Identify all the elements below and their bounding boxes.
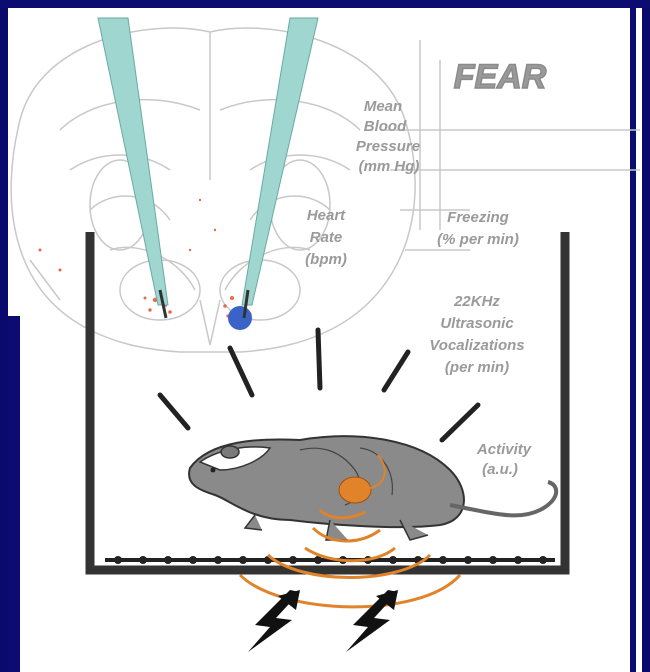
svg-text:Freezing: Freezing [447, 209, 509, 226]
diagram-title: FEAR [454, 58, 547, 96]
label-heart-rate: Heart Rate (bpm) [305, 207, 347, 268]
shock-bolt-icon [248, 590, 398, 652]
svg-text:Pressure: Pressure [356, 138, 420, 155]
svg-text:(bpm): (bpm) [305, 251, 347, 268]
svg-text:(a.u.): (a.u.) [482, 461, 518, 478]
label-freezing: Freezing (% per min) [437, 209, 519, 248]
label-blood-pressure: Mean Blood Pressure (mm Hg) [356, 98, 420, 175]
svg-text:(% per min): (% per min) [437, 231, 519, 248]
svg-text:Vocalizations: Vocalizations [429, 337, 524, 354]
svg-text:22KHz: 22KHz [453, 293, 500, 310]
svg-text:Blood: Blood [364, 118, 407, 135]
svg-text:Ultrasonic: Ultrasonic [440, 315, 514, 332]
svg-text:Mean: Mean [364, 98, 402, 115]
svg-text:Heart: Heart [307, 207, 346, 224]
label-vocalizations: 22KHz Ultrasonic Vocalizations (per min) [429, 293, 524, 376]
svg-text:(mm Hg): (mm Hg) [359, 158, 420, 175]
svg-text:Rate: Rate [310, 229, 343, 246]
svg-text:Activity: Activity [476, 441, 532, 458]
svg-text:(per min): (per min) [445, 359, 509, 376]
label-activity: Activity (a.u.) [476, 441, 532, 478]
recording-electrode-icon [98, 18, 318, 318]
lesion-spot [228, 306, 252, 330]
